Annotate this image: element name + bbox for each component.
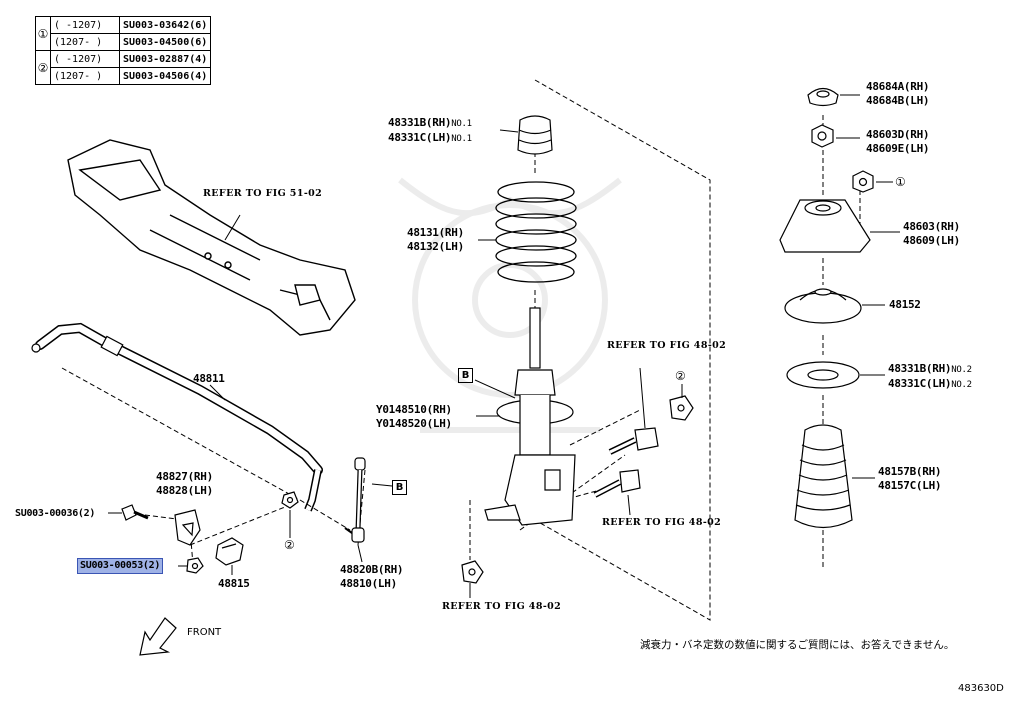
table-row: ① ( -1207) SU003-03642(6) [35, 16, 212, 51]
strut-bolt-upper[interactable] [608, 427, 659, 455]
front-arrow-icon [139, 617, 177, 656]
mount-nut[interactable] [811, 124, 834, 148]
ref-number: ② [35, 50, 51, 85]
tag-b: B [458, 368, 473, 383]
leader-line [209, 384, 226, 401]
strut-nut-lower[interactable] [461, 560, 484, 584]
bump-stopper-upper[interactable] [517, 115, 553, 155]
dust-boot[interactable] [794, 424, 853, 529]
label-su003-00036[interactable]: SU003-00036(2) [15, 508, 96, 519]
stabilizer-bushing[interactable] [215, 537, 244, 566]
bracket-nut[interactable] [186, 557, 204, 574]
table-row: (1207- ) SU003-04506(4) [36, 67, 212, 85]
strut-bolt-lower[interactable] [593, 469, 641, 498]
bracket-bolt[interactable] [121, 504, 149, 521]
front-label: FRONT [187, 627, 222, 638]
upper-support-mount[interactable] [779, 199, 871, 253]
label-48815[interactable]: 48815 [218, 577, 250, 590]
label-48820b[interactable]: 48820B(RH) 48810(LH) [340, 563, 404, 590]
label-48331b-no2[interactable]: 48331B(RH)NO.2 48331C(LH)NO.2 [888, 362, 972, 390]
mount-cap[interactable] [807, 87, 839, 107]
stabilizer-link[interactable] [344, 457, 366, 543]
strut-nut-right[interactable] [669, 395, 694, 421]
table-row: ② ( -1207) SU003-02887(4) [35, 50, 212, 85]
leader-line [499, 129, 519, 133]
fastener-table: ① ( -1207) SU003-03642(6) (1207- ) SU003… [35, 16, 212, 85]
leader-line [639, 367, 646, 429]
label-su003-00053[interactable]: SU003-00053(2) [77, 558, 164, 574]
refer-to-fig-48-02[interactable]: REFER TO FIG 48-02 [602, 517, 722, 528]
label-48157b[interactable]: 48157B(RH) 48157C(LH) [878, 465, 942, 492]
crossmember[interactable] [67, 139, 356, 336]
label-48827[interactable]: 48827(RH) 48828(LH) [156, 470, 213, 497]
leader-line [474, 379, 516, 399]
label-48811[interactable]: 48811 [193, 372, 225, 385]
refer-to-fig-48-02[interactable]: REFER TO FIG 48-02 [442, 601, 562, 612]
ref-circle-1: ① [895, 175, 906, 189]
leader-line [627, 494, 631, 516]
label-48331b-no1[interactable]: 48331B(RH)NO.1 48331C(LH)NO.1 [388, 116, 472, 144]
spring-upper-seat[interactable] [784, 288, 862, 324]
label-48603d[interactable]: 48603D(RH) 48609E(LH) [866, 128, 930, 155]
tag-b: B [392, 480, 407, 495]
ref-circle-2: ② [284, 538, 295, 552]
link-nut[interactable] [281, 491, 299, 509]
spring-lower-insulator[interactable] [786, 361, 860, 389]
figure-code: 483630D [958, 683, 1004, 694]
label-y0148510[interactable]: Y0148510(RH) Y0148520(LH) [376, 403, 452, 430]
table-row: (1207- ) SU003-04500(6) [36, 33, 212, 51]
stabilizer-bar[interactable] [31, 322, 323, 512]
part-number[interactable]: SU003-04506(4) [118, 67, 212, 85]
stabilizer-bracket[interactable] [174, 509, 201, 546]
refer-to-fig-48-02[interactable]: REFER TO FIG 48-02 [607, 340, 727, 351]
label-48684a[interactable]: 48684A(RH) 48684B(LH) [866, 80, 930, 107]
damping-disclaimer: 減衰力・バネ定数の数値に関するご質問には、お答えできません。 [640, 639, 955, 651]
shock-absorber-strut[interactable] [484, 307, 576, 526]
refer-to-fig-51-02[interactable]: REFER TO FIG 51-02 [203, 188, 323, 199]
label-48131[interactable]: 48131(RH) 48132(LH) [407, 226, 464, 253]
mount-small-nut[interactable] [852, 170, 874, 193]
coil-spring[interactable] [495, 181, 577, 283]
label-48152[interactable]: 48152 [889, 298, 921, 311]
ref-circle-2: ② [675, 369, 686, 383]
leader-line [357, 544, 363, 563]
watermark-emblem [398, 177, 622, 433]
label-48603[interactable]: 48603(RH) 48609(LH) [903, 220, 960, 247]
leader-line [371, 483, 393, 487]
